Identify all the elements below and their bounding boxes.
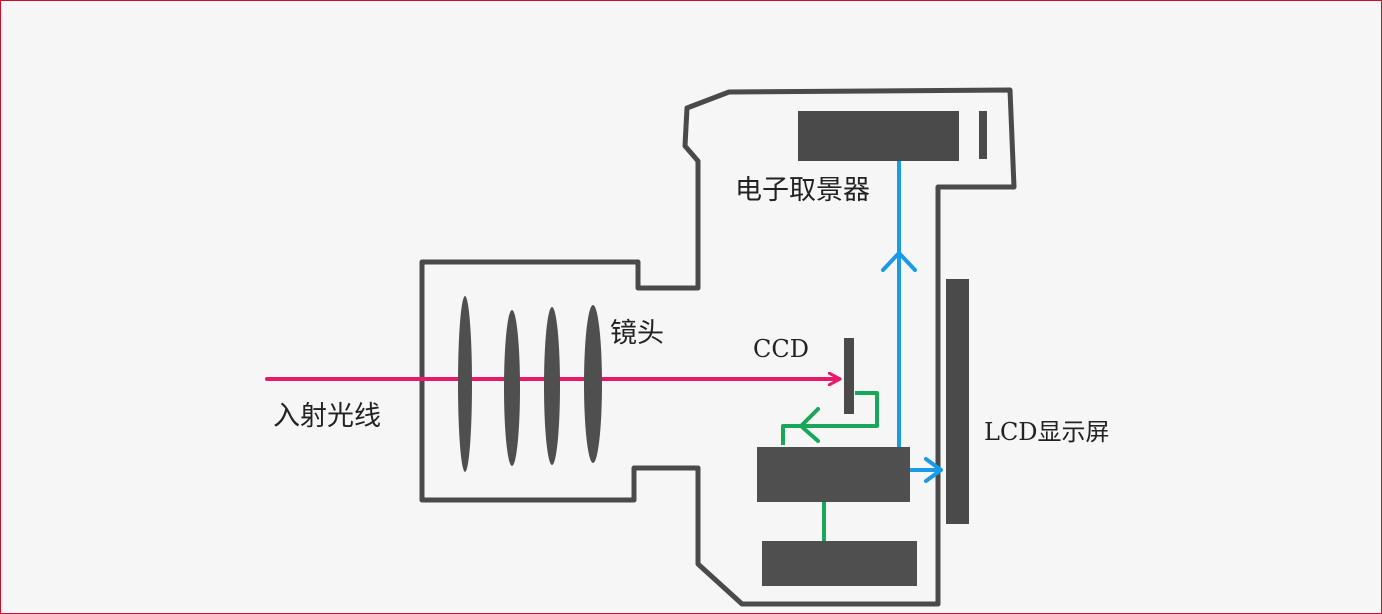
ccd-label: CCD (753, 335, 809, 363)
lens-label: 镜头 (610, 318, 664, 349)
lcd-label: LCD显示屏 (984, 418, 1110, 446)
viewfinder-label: 电子取景器 (735, 175, 870, 206)
lens-element-4 (584, 305, 602, 463)
lcd-screen (946, 279, 969, 524)
image-processor (757, 447, 910, 502)
lens-element-2 (504, 310, 520, 466)
viewfinder-eyepiece (979, 111, 987, 159)
ccd-signal-arrowhead (799, 407, 820, 443)
ccd-signal-line (781, 391, 879, 445)
viewfinder-display (798, 111, 959, 161)
lens-element-1 (458, 296, 472, 472)
lens-element-3 (544, 307, 560, 465)
camera-body-outline (419, 87, 1017, 607)
storage-module (762, 541, 917, 586)
incident-light-label: 入射光线 (273, 401, 381, 432)
ccd-sensor (844, 338, 854, 414)
lcd-signal-arrowhead (924, 457, 943, 483)
viewfinder-signal-arrowhead (881, 251, 917, 272)
